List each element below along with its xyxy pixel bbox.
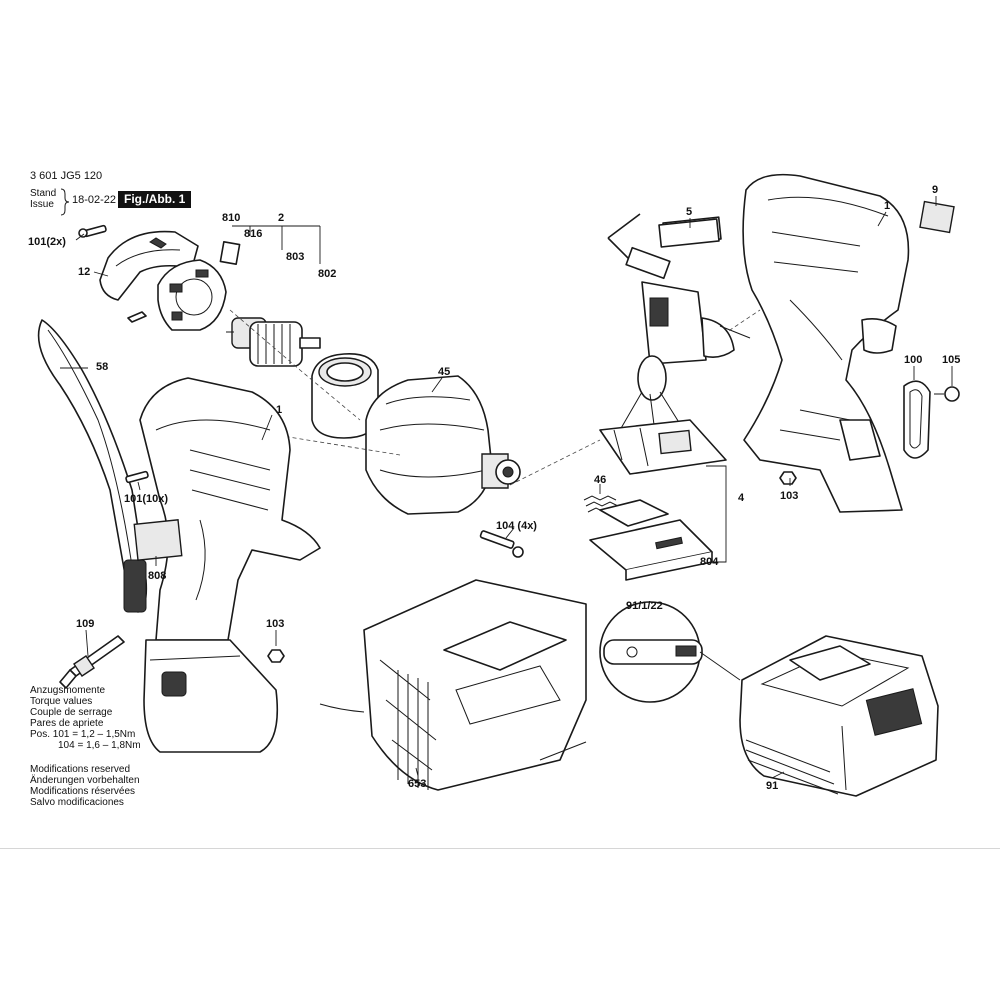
callout-816: 816 xyxy=(244,228,263,240)
screw-105 xyxy=(934,386,960,402)
torque-values-block: Anzugsmomente Torque values Couple de se… xyxy=(30,685,141,751)
figure-badge: Fig./Abb. 1 xyxy=(118,191,192,208)
battery-pack-91 xyxy=(739,635,939,797)
torque-line-de: Anzugsmomente xyxy=(30,685,106,696)
callout-5: 5 xyxy=(686,206,693,218)
leader-101-10x xyxy=(137,481,141,491)
callout-58: 58 xyxy=(96,361,109,373)
callout-653: 653 xyxy=(408,778,427,790)
leader-1-left xyxy=(261,414,273,441)
screw-101-housing xyxy=(125,470,149,484)
torque-line-fr: Couple de serrage xyxy=(30,707,113,718)
callout-802: 802 xyxy=(318,268,337,280)
callout-100: 100 xyxy=(904,354,923,366)
leader-12 xyxy=(93,271,109,277)
callout-45: 45 xyxy=(438,366,451,378)
leader-109 xyxy=(85,629,89,657)
notice-line-en: Modifications reserved xyxy=(30,764,131,775)
header-brace xyxy=(60,188,70,216)
label-detail-91-1-22 xyxy=(599,601,741,703)
callout-105: 105 xyxy=(942,354,961,366)
callout-104-4x: 104 (4x) xyxy=(496,520,537,532)
cover-part-12 xyxy=(99,230,199,323)
callout-103-right: 103 xyxy=(780,490,799,502)
assembly-dash-3 xyxy=(509,439,601,486)
callout-91: 91 xyxy=(766,780,779,792)
armature-803 xyxy=(226,317,321,367)
gearbox-45 xyxy=(365,375,521,515)
bracket-2 xyxy=(232,225,321,264)
callout-2: 2 xyxy=(278,212,285,224)
switch-assembly-4 xyxy=(599,213,751,475)
leader-1-right xyxy=(877,211,887,227)
callout-91-1-22: 91/1/22 xyxy=(626,600,663,612)
leader-104 xyxy=(505,527,515,539)
screw-101-top xyxy=(78,224,107,238)
part-number: 3 601 JG5 120 xyxy=(30,170,103,182)
housing-half-left xyxy=(133,377,321,753)
notice-line-fr: Modifications réservées xyxy=(30,786,136,797)
modifications-notice: Modifications reserved Änderungen vorbeh… xyxy=(30,764,140,808)
callout-103-left: 103 xyxy=(266,618,285,630)
torque-line-es: Pares de apriete xyxy=(30,718,104,729)
nut-103-left xyxy=(267,649,285,663)
label-part-9 xyxy=(919,200,955,234)
charger-653 xyxy=(319,579,587,791)
callout-46: 46 xyxy=(594,474,607,486)
leader-653 xyxy=(415,767,419,777)
screwdriver-bit-109 xyxy=(59,635,125,689)
stand-label: Stand xyxy=(30,188,57,199)
callout-1-right: 1 xyxy=(884,200,891,212)
callout-101-10x: 101(10x) xyxy=(124,493,169,505)
label-part-5 xyxy=(658,218,720,248)
issue-date: 18-02-22 xyxy=(72,194,117,206)
screw-104 xyxy=(479,530,524,558)
issue-label: Issue xyxy=(30,199,54,210)
callout-808: 808 xyxy=(148,570,167,582)
callout-12: 12 xyxy=(78,266,91,278)
torque-pos-101: Pos. 101 = 1,2 – 1,5Nm xyxy=(30,729,136,740)
callout-101-2x: 101(2x) xyxy=(28,236,66,248)
housing-half-right xyxy=(742,173,910,513)
plate-804 xyxy=(589,499,713,581)
part-810 xyxy=(219,240,241,266)
callout-803: 803 xyxy=(286,251,305,263)
assembly-dash-1 xyxy=(229,309,361,421)
nut-103-right xyxy=(779,471,797,485)
callout-9: 9 xyxy=(932,184,939,196)
torque-pos-104: 104 = 1,6 – 1,8Nm xyxy=(58,740,141,751)
callout-1-left: 1 xyxy=(276,404,283,416)
page-divider xyxy=(0,848,1000,849)
leader-101-2x xyxy=(75,233,85,241)
callout-804: 804 xyxy=(700,556,719,568)
magnet-ring-802 xyxy=(311,353,379,439)
callout-109: 109 xyxy=(76,618,95,630)
brush-holder-plate xyxy=(157,259,227,331)
callout-810: 810 xyxy=(222,212,241,224)
leader-91 xyxy=(771,771,785,779)
notice-line-de: Änderungen vorbehalten xyxy=(30,775,140,786)
torque-line-en: Torque values xyxy=(30,696,93,707)
hand-strap-58 xyxy=(37,319,148,613)
leader-45 xyxy=(431,377,443,393)
notice-line-es: Salvo modificaciones xyxy=(30,797,124,808)
callout-4: 4 xyxy=(738,492,745,504)
